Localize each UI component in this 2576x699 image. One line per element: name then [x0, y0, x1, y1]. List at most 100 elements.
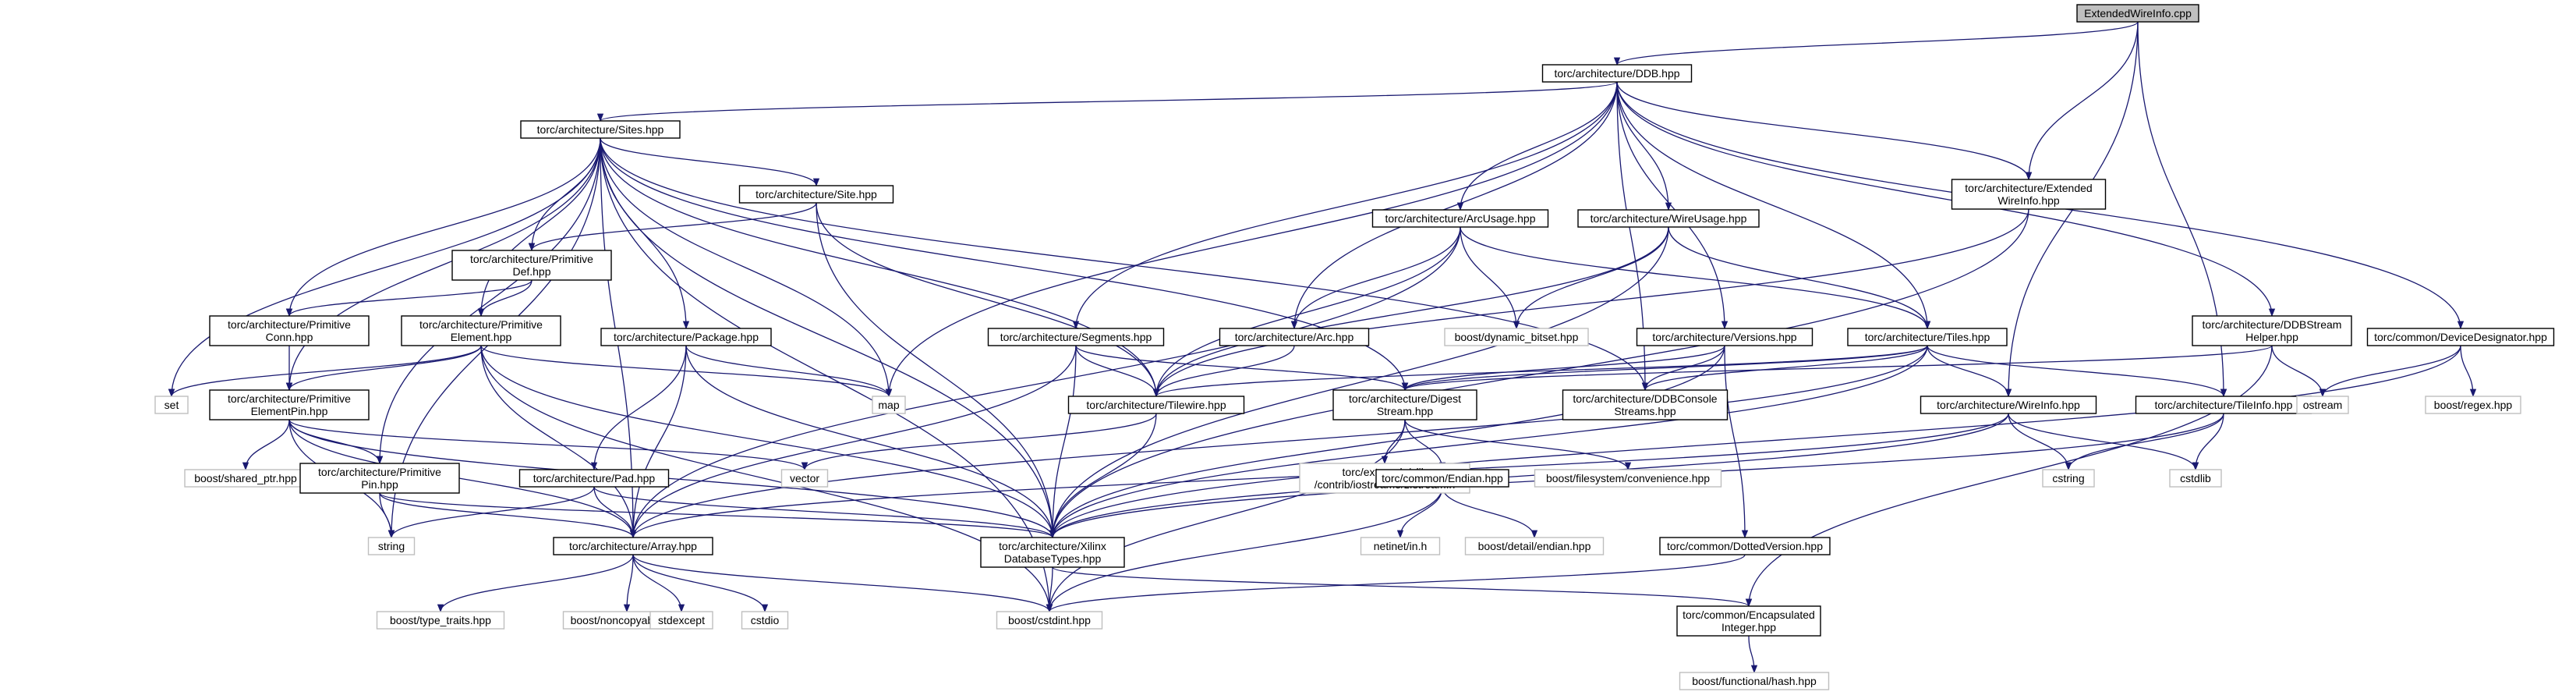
edge-n1-n6 — [1456, 81, 1618, 211]
node-n31[interactable]: torc/architecture/Pad.hpp — [518, 469, 670, 488]
node-label: Pin.hpp — [361, 478, 398, 491]
node-n3[interactable]: torc/architecture/ExtendedWireInfo.hpp — [1951, 179, 2107, 210]
node-n11[interactable]: torc/architecture/Segments.hpp — [987, 328, 1165, 346]
node-label: Helper.hpp — [2245, 331, 2298, 343]
node-label: cstring — [2052, 472, 2084, 484]
edge-n16-n26 — [2271, 345, 2327, 398]
edge-n19-n28 — [242, 419, 290, 471]
node-n46: cstdio — [741, 611, 789, 630]
node-n17[interactable]: torc/common/DeviceDesignator.hpp — [2366, 328, 2555, 346]
node-n21[interactable]: torc/architecture/Tilewire.hpp — [1067, 396, 1245, 414]
node-box — [987, 328, 1165, 346]
edge-n39-n48 — [1052, 566, 1752, 608]
node-box — [520, 120, 681, 139]
node-box — [741, 611, 789, 630]
node-n7[interactable]: torc/architecture/WireUsage.hpp — [1577, 209, 1760, 228]
edge-n21-n29 — [801, 413, 1157, 471]
node-label: cstdio — [751, 614, 780, 626]
node-box — [1332, 389, 1477, 420]
edge-n33-n40 — [1396, 486, 1443, 539]
node-box — [401, 315, 561, 346]
node-n33[interactable]: torc/common/Endian.hpp — [1375, 469, 1509, 488]
node-box — [2042, 469, 2095, 488]
node-n2[interactable]: torc/architecture/Sites.hpp — [520, 120, 681, 139]
node-label: DatabaseTypes.hpp — [1004, 552, 1102, 565]
node-label: torc/architecture/Tilewire.hpp — [1086, 399, 1226, 411]
edge-n2-n22 — [600, 137, 1409, 392]
edge-n5-n9 — [477, 279, 533, 318]
node-label: WireInfo.hpp — [1997, 194, 2060, 207]
node-box — [376, 611, 505, 630]
node-label: netinet/in.h — [1374, 540, 1428, 552]
edge-n7-n13 — [1513, 226, 1669, 330]
node-layer: ExtendedWireInfo.cpp torc/architecture/DD… — [154, 4, 2555, 690]
node-n36: cstdlib — [2169, 469, 2222, 488]
edge-n6-n15 — [1460, 226, 1931, 330]
node-label: Stream.hpp — [1377, 405, 1434, 417]
edge-n19-n29 — [288, 419, 808, 471]
edge-n25-n35 — [2065, 413, 2224, 471]
edge-n2-n20 — [600, 137, 893, 398]
node-label: torc/architecture/Primitive — [318, 466, 441, 478]
edge-n1-n2 — [597, 81, 1618, 122]
edge-n1-n7 — [1616, 81, 1672, 211]
node-box — [518, 469, 670, 488]
edge-n33-n41 — [1442, 486, 1538, 539]
edge-n6-n12 — [1290, 226, 1461, 330]
node-n15[interactable]: torc/architecture/Tiles.hpp — [1847, 328, 2008, 346]
node-n19[interactable]: torc/architecture/PrimitiveElementPin.hp… — [209, 389, 370, 420]
edge-n1-n20 — [885, 81, 1618, 398]
node-n42[interactable]: torc/common/DottedVersion.hpp — [1659, 537, 1831, 555]
node-n1[interactable]: torc/architecture/DDB.hpp — [1541, 64, 1693, 83]
node-n14[interactable]: torc/architecture/Versions.hpp — [1636, 328, 1813, 346]
edge-n15-n21 — [1153, 345, 1928, 398]
edge-n30-n38 — [379, 492, 637, 539]
node-label: torc/architecture/WireUsage.hpp — [1591, 212, 1747, 225]
node-label: Streams.hpp — [1614, 405, 1676, 417]
node-box — [1371, 209, 1549, 228]
node-label: torc/common/Encapsulated — [1683, 609, 1815, 621]
node-n4[interactable]: torc/architecture/Site.hpp — [738, 185, 894, 204]
node-n0[interactable]: ExtendedWireInfo.cpp — [2076, 4, 2199, 23]
edge-n2-n30 — [376, 137, 601, 465]
node-box — [600, 328, 772, 346]
node-box — [1067, 396, 1245, 414]
node-n25[interactable]: torc/architecture/TileInfo.hpp — [2135, 396, 2312, 414]
node-n24[interactable]: torc/architecture/WireInfo.hpp — [1920, 396, 2097, 414]
node-box — [1636, 328, 1813, 346]
edge-n19-n38 — [288, 419, 637, 539]
node-n38[interactable]: torc/architecture/Array.hpp — [553, 537, 713, 555]
edge-n31-n37 — [387, 486, 595, 539]
node-label: torc/architecture/Arc.hpp — [1235, 331, 1354, 343]
edge-n1-n16 — [1616, 81, 2276, 318]
edge-n6-n38 — [629, 226, 1461, 539]
node-n6[interactable]: torc/architecture/ArcUsage.hpp — [1371, 209, 1549, 228]
node-n12[interactable]: torc/architecture/Arc.hpp — [1219, 328, 1370, 346]
edge-n31-n39 — [593, 486, 1056, 539]
node-label: stdexcept — [658, 614, 705, 626]
node-label: map — [878, 399, 899, 411]
node-n39[interactable]: torc/architecture/XilinxDatabaseTypes.hp… — [980, 537, 1125, 568]
node-n20: map — [872, 396, 906, 414]
edge-n2-n47 — [600, 137, 1053, 613]
node-box — [1541, 64, 1693, 83]
node-n40: netinet/in.h — [1360, 537, 1441, 555]
node-n10[interactable]: torc/architecture/Package.hpp — [600, 328, 772, 346]
edge-n6-n21 — [1152, 226, 1461, 398]
node-box — [1219, 328, 1370, 346]
node-label: torc/architecture/Primitive — [470, 253, 593, 265]
edge-n10-n31 — [590, 345, 687, 471]
node-box — [996, 611, 1103, 630]
node-label: ElementPin.hpp — [251, 405, 328, 417]
node-label: torc/architecture/Sites.hpp — [537, 123, 664, 136]
node-label: torc/architecture/Digest — [1349, 392, 1461, 405]
